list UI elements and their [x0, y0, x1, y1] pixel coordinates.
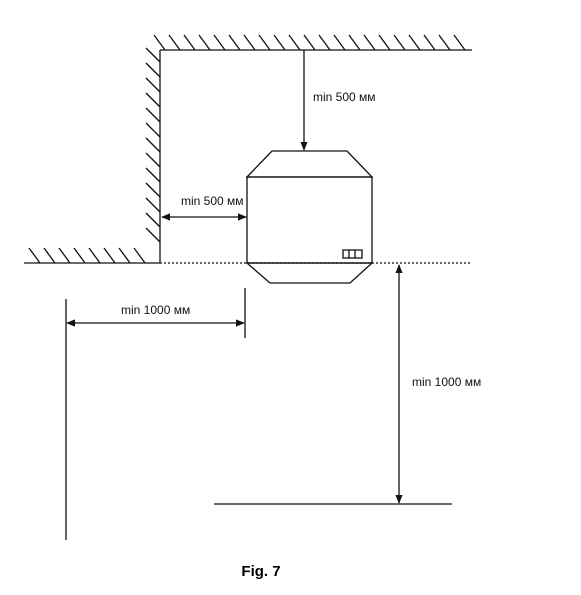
ceiling-hatch-mark [348, 34, 361, 51]
ceiling-hatch-mark [288, 34, 301, 51]
ledge-hatch-mark [43, 247, 56, 264]
wall [145, 47, 161, 263]
ceiling-hatch-mark [243, 34, 256, 51]
wall-hatch-mark [145, 122, 161, 138]
ceiling-hatch-mark [228, 34, 241, 51]
ledge-hatch-mark [58, 247, 71, 264]
wall-hatch-mark [145, 77, 161, 93]
wall-hatch-mark [145, 197, 161, 213]
ceiling-hatch-mark [393, 34, 406, 51]
wall-hatch-mark [145, 92, 161, 108]
control-panel-icon [342, 249, 363, 259]
heater-bottom-cap [245, 262, 374, 284]
ceiling-hatch-mark [363, 34, 376, 51]
ceiling-hatch-mark [168, 34, 181, 51]
wall-hatch-mark [145, 152, 161, 168]
ledge-hatch [28, 247, 146, 264]
ceiling-hatch-mark [303, 34, 316, 51]
wall-hatch-mark [145, 167, 161, 183]
ledge-hatch-mark [73, 247, 86, 264]
wall-hatch-mark [145, 107, 161, 123]
wall-hatch-mark [145, 47, 161, 63]
ceiling-hatch-mark [183, 34, 196, 51]
wall-hatch-mark [145, 182, 161, 198]
wall-hatch-mark [145, 62, 161, 78]
wall-hatch [145, 47, 161, 243]
ceiling-hatch-mark [198, 34, 211, 51]
ceiling-hatch-mark [258, 34, 271, 51]
ceiling-clearance-label: min 500 мм [313, 90, 376, 104]
ceiling-hatch-mark [333, 34, 346, 51]
wall-clearance-label: min 500 мм [181, 194, 244, 208]
ledge-hatch-mark [133, 247, 146, 264]
ledge-hatch-mark [88, 247, 101, 264]
heater-top-cap [245, 150, 374, 178]
ceiling-hatch-mark [318, 34, 331, 51]
ceiling-hatch-mark [423, 34, 436, 51]
ceiling-hatch-mark [438, 34, 451, 51]
floor-ledge [24, 247, 160, 264]
ceiling-hatch-mark [408, 34, 421, 51]
side-clearance-label: min 1000 мм [121, 303, 190, 317]
wall-hatch-mark [145, 227, 161, 243]
figure-caption: Fig. 7 [241, 563, 280, 580]
ceiling-hatch-mark [453, 34, 466, 51]
wall-hatch-mark [145, 212, 161, 228]
heater-unit [245, 150, 374, 284]
floor-clearance-label: min 1000 мм [412, 375, 481, 389]
ledge-hatch-mark [28, 247, 41, 264]
ceiling [153, 34, 472, 51]
ceiling-hatch-mark [273, 34, 286, 51]
ceiling-hatch-mark [153, 34, 166, 51]
ledge-hatch-mark [118, 247, 131, 264]
ceiling-hatch-mark [378, 34, 391, 51]
ceiling-hatch [153, 34, 466, 51]
wall-hatch-mark [145, 137, 161, 153]
ceiling-hatch-mark [213, 34, 226, 51]
ledge-hatch-mark [103, 247, 116, 264]
